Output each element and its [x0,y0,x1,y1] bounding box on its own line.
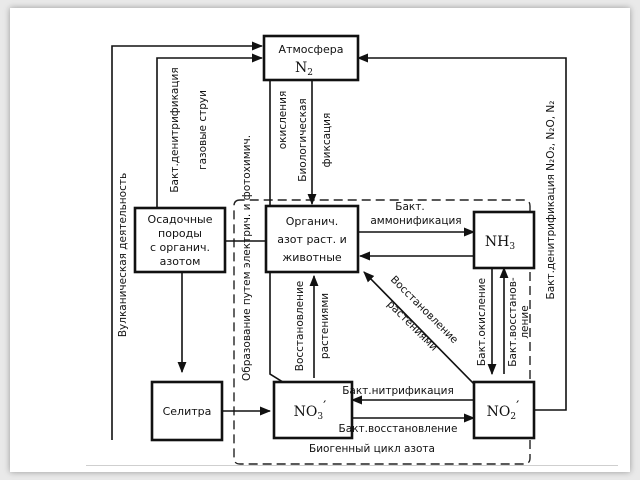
bact-restore-label-1: Бакт.восстанов- [507,277,519,367]
sediment-line-4: азотом [160,255,201,268]
nh3-box [472,210,536,270]
biogenic-cycle-boundary [233,199,531,465]
bio-fixation-label-1: Биологическая [297,98,309,181]
bact-restore-label-2: ление [519,305,531,338]
bio-fixation-label-2: фиксация [321,113,333,168]
no3-formula: NO3′ [294,399,327,422]
oxidation-label-2: Образование путем электрич. и фотохимич. [241,135,253,381]
ammonification-label-2: аммонификация [370,215,461,227]
no3-box [272,380,354,440]
volcanic-arrow [111,41,264,440]
denitrification-left-label-2: газовые струи [197,90,209,170]
bact-oxidation-label: Бакт.окисление [476,278,488,366]
sediment-line-1: Осадочные [148,213,213,226]
oxidation-label-1: окисления [277,91,289,150]
selitra-box [150,380,224,442]
atmosphere-box [262,34,360,82]
biogenic-cycle-label: Биогенный цикл азота [309,443,435,455]
sediment-line-2: породы [158,227,202,240]
restore-plants-label-1: Восстановление [294,281,306,372]
denitrification-right-arrow [356,53,567,411]
organic-line-2: азот раст. и [277,233,347,246]
atmosphere-title: Атмосфера [279,43,344,56]
bact-restore-bottom-label: Бакт.восстановление [339,423,458,435]
organic-line-3: животные [282,251,342,264]
atmosphere-formula: N2 [295,60,313,78]
sediment-line-3: с органич. [150,241,210,254]
nh3-formula: NH3 [485,234,515,252]
sedimentary-rocks-box [133,206,227,274]
denitrification-left-label-1: Бакт.денитрификация [169,67,181,192]
no2-box [472,380,536,440]
diagonal-restore-label-2: растениями [384,298,439,353]
no2-restore-plants-arrow [363,271,475,385]
organic-nitrogen-box [264,204,360,274]
slide-divider [86,465,618,466]
denitrification-right-label: Бакт.денитрификация N₂O₂, N₂O, N₂ [545,101,557,300]
no2-formula: NO2′ [487,399,520,422]
organic-line-1: Органич. [286,215,339,228]
restore-plants-label-2: растениями [319,293,331,359]
sediment-denitrification-arrow [156,53,264,208]
nitrification-label: Бакт.нитрификация [342,385,454,397]
selitra-label: Селитра [163,405,212,418]
ammonification-label-1: Бакт. [395,201,424,213]
volcanic-label: Вулканическая деятельность [117,173,129,337]
